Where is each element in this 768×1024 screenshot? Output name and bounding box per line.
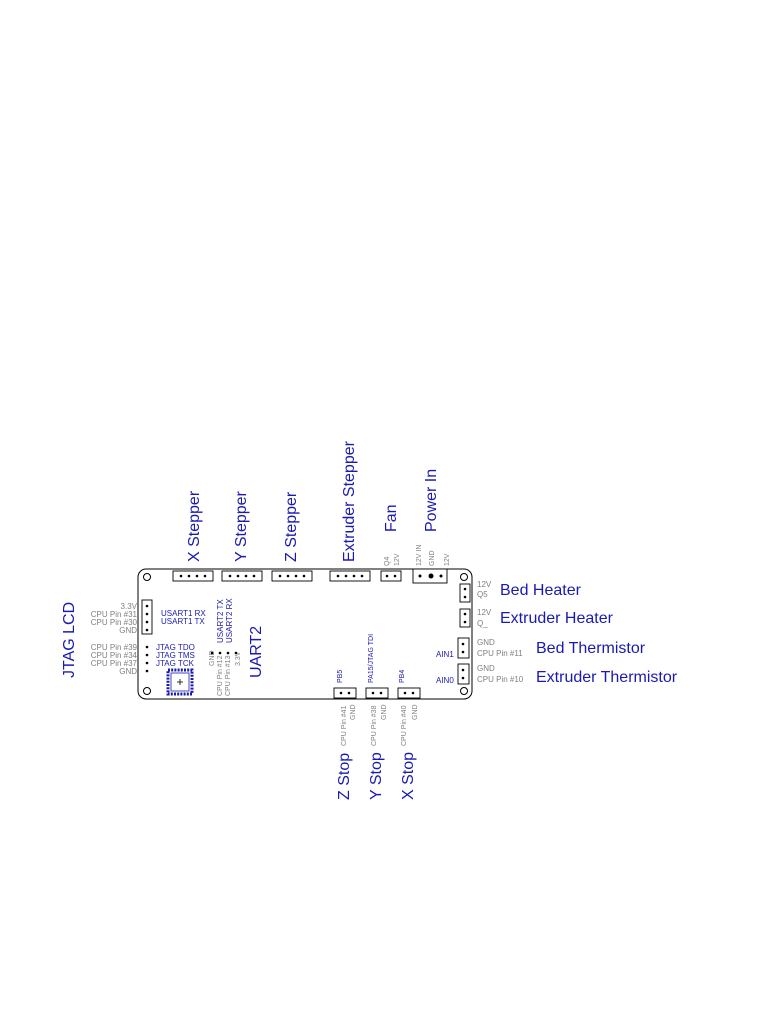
fan-pin-12v: 12V [394, 553, 401, 566]
fan-group: Fan Q4 12V [380, 504, 402, 582]
uart2-group: GND CPU Pin #12 CPU Pin #13 3.3V USART2 … [209, 598, 265, 696]
jtag-pin-cpu39: CPU Pin #39 [91, 643, 138, 652]
jtag-pin-cpu34: CPU Pin #34 [91, 651, 138, 660]
jtag-tms-label: JTAG TMS [156, 651, 195, 660]
bed-thermistor-group: AIN1 GND CPU Pin #11 Bed Thermistor [436, 637, 646, 659]
extruder-heater-pin-12v: 12V [477, 608, 492, 617]
z-stop-group: PB5 CPU Pin #41 GND Z Stop [333, 670, 357, 800]
bed-thermistor-connector [457, 637, 470, 659]
bed-thermistor-label: Bed Thermistor [536, 640, 646, 657]
mcu-chip-pins [166, 668, 194, 696]
extruder-heater-label: Extruder Heater [500, 610, 614, 627]
extruder-thermistor-group: AIN0 GND CPU Pin #10 Extruder Thermistor [436, 663, 678, 686]
extruder-thermistor-pin-cpu: CPU Pin #10 [477, 675, 524, 684]
x-stepper-label: X Stepper [186, 490, 203, 562]
jtag-pin-cpu37: CPU Pin #37 [91, 659, 138, 668]
mounting-hole [460, 573, 468, 581]
power-pin-12v: 12V [444, 553, 451, 566]
power-in-group: Power In 12V IN GND 12V [412, 469, 451, 584]
x-stop-tag: PB4 [399, 670, 406, 683]
extruder-heater-connector [459, 608, 471, 628]
extruder-thermistor-connector [457, 663, 470, 685]
y-stop-tag: PA15/JTAG TDI [368, 634, 375, 683]
z-stepper-group: Z Stepper [271, 491, 313, 582]
y-stepper-group: Y Stepper [221, 490, 263, 582]
z-stop-label: Z Stop [336, 753, 353, 800]
bed-heater-group: 12V Q5 Bed Heater [459, 580, 582, 603]
z-stop-connector [333, 687, 357, 699]
bed-heater-connector [459, 583, 471, 603]
x-stepper-connector [172, 570, 214, 582]
lcd-pin-3v3: 3.3V [121, 602, 138, 611]
extruder-stepper-connector [329, 570, 371, 582]
extruder-thermistor-pin-gnd: GND [477, 664, 495, 673]
x-stop-group: PB4 CPU Pin #40 GND X Stop [397, 670, 421, 800]
jtag-pin-gnd: GND [119, 667, 137, 676]
extruder-thermistor-label: Extruder Thermistor [536, 669, 678, 686]
y-stop-pin-gnd: GND [381, 704, 388, 720]
uart2-pin-cpu12: CPU Pin #12 [217, 655, 224, 696]
fan-label: Fan [383, 504, 400, 532]
bed-heater-pin-12v: 12V [477, 580, 492, 589]
jtag-tdo-label: JTAG TDO [156, 643, 195, 652]
y-stepper-label: Y Stepper [233, 490, 250, 562]
extruder-stepper-group: Extruder Stepper [329, 440, 371, 582]
z-stepper-connector [271, 570, 313, 582]
y-stop-group: PA15/JTAG TDI CPU Pin #38 GND Y Stop [365, 634, 389, 800]
x-stop-pin-gnd: GND [412, 704, 419, 720]
extruder-heater-group: 12V Q_ Extruder Heater [459, 608, 614, 628]
x-stop-pin-cpu: CPU Pin #40 [401, 705, 408, 746]
uart2-pin-gnd: GND [209, 650, 216, 666]
jtag-lcd-label: JTAG LCD [61, 602, 78, 678]
usart1-tx-label: USART1 TX [161, 617, 205, 626]
y-stepper-connector [221, 570, 263, 582]
extruder-thermistor-tag: AIN0 [436, 676, 454, 685]
power-pin-12v-in: 12V IN [416, 545, 423, 566]
z-stop-tag: PB5 [337, 670, 344, 683]
bed-thermistor-pin-gnd: GND [477, 638, 495, 647]
usart2-rx-label: USART2 RX [225, 598, 234, 643]
uart2-label: UART2 [248, 626, 265, 678]
usart1-rx-label: USART1 RX [161, 609, 206, 618]
y-stop-pin-cpu: CPU Pin #38 [371, 705, 378, 746]
extruder-stepper-label: Extruder Stepper [341, 440, 358, 562]
x-stop-label: X Stop [400, 752, 417, 800]
mcu-chip [166, 668, 194, 696]
fan-connector [380, 570, 402, 582]
usart2-tx-label: USART2 TX [216, 599, 225, 643]
z-stop-pin-gnd: GND [350, 704, 357, 720]
bed-heater-label: Bed Heater [500, 582, 582, 599]
lcd-pin-cpu30: CPU Pin #30 [91, 618, 138, 627]
y-stop-label: Y Stop [368, 752, 385, 800]
z-stop-pin-cpu: CPU Pin #41 [341, 705, 348, 746]
lcd-pin-cpu31: CPU Pin #31 [91, 610, 138, 619]
jtag-lcd-group: JTAG LCD 3.3V CPU Pin #31 CPU Pin #30 GN… [61, 599, 206, 678]
fan-pin-q4: Q4 [384, 557, 391, 566]
x-stop-connector [397, 687, 421, 699]
uart2-pin-cpu13: CPU Pin #13 [225, 655, 232, 696]
power-pin-gnd: GND [429, 550, 436, 566]
bed-thermistor-pin-cpu: CPU Pin #11 [477, 649, 523, 658]
jtag-tck-label: JTAG TCK [156, 659, 195, 668]
extruder-heater-pin-q: Q_ [477, 619, 488, 628]
bed-heater-pin-q5: Q5 [477, 590, 488, 599]
y-stop-connector [365, 687, 389, 699]
x-stepper-group: X Stepper [172, 490, 214, 582]
mounting-hole [143, 687, 151, 695]
power-in-label: Power In [423, 469, 440, 532]
lcd-pin-gnd: GND [119, 626, 137, 635]
uart2-pin-3v3: 3.3V [235, 651, 242, 666]
bed-thermistor-tag: AIN1 [436, 650, 454, 659]
mounting-hole [460, 687, 468, 695]
mounting-hole [143, 573, 151, 581]
z-stepper-label: Z Stepper [283, 491, 300, 562]
board-outline [137, 568, 473, 700]
lcd-connector [141, 599, 153, 635]
